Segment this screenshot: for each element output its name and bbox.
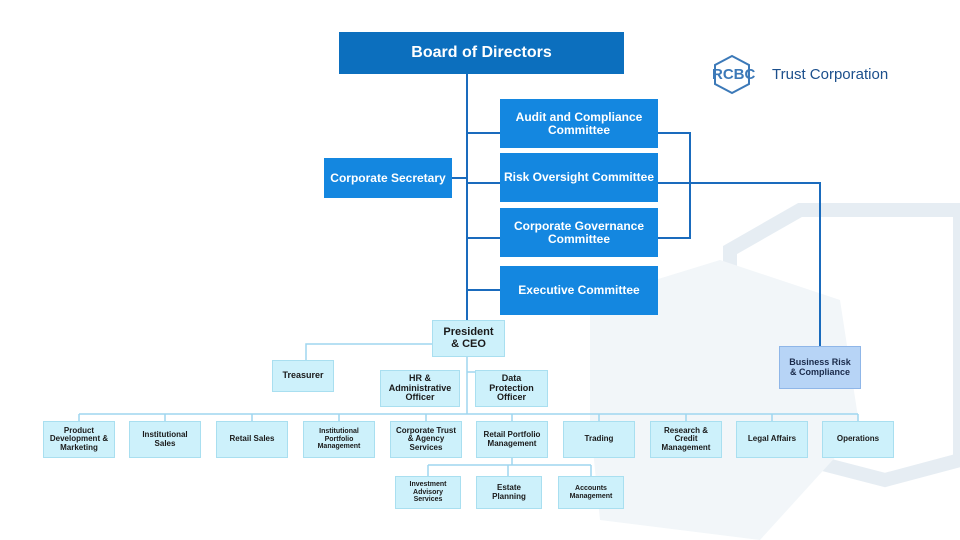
logo-name: Trust Corporation xyxy=(772,65,889,83)
hr-administrative-officer: HR & Administrative Officer xyxy=(380,370,460,407)
hexagon-logo-icon xyxy=(714,54,750,95)
sub-investment-advisory: Investment Advisory Services xyxy=(395,476,461,509)
treasurer: Treasurer xyxy=(272,360,334,392)
dept-trading: Trading xyxy=(563,421,635,458)
corporate-secretary: Corporate Secretary xyxy=(324,158,452,198)
board-of-directors: Board of Directors xyxy=(339,32,624,74)
company-logo: RCBC Trust Corporation xyxy=(710,53,888,95)
dept-product-development: Product Development & Marketing xyxy=(43,421,115,458)
logo-brand: RCBC xyxy=(712,66,756,83)
data-protection-officer: Data Protection Officer xyxy=(475,370,548,407)
dept-retail-portfolio: Retail Portfolio Management xyxy=(476,421,548,458)
dept-legal-affairs: Legal Affairs xyxy=(736,421,808,458)
audit-committee: Audit and Compliance Committee xyxy=(500,99,658,148)
sub-estate-planning: Estate Planning xyxy=(476,476,542,509)
sub-accounts-management: Accounts Management xyxy=(558,476,624,509)
corporate-governance-committee: Corporate Governance Committee xyxy=(500,208,658,257)
president-ceo: President & CEO xyxy=(432,320,505,357)
business-risk-compliance: Business Risk & Compliance xyxy=(779,346,861,389)
dept-institutional-portfolio: Institutional Portfolio Management xyxy=(303,421,375,458)
dept-research-credit: Research & Credit Management xyxy=(650,421,722,458)
dept-operations: Operations xyxy=(822,421,894,458)
risk-oversight-committee: Risk Oversight Committee xyxy=(500,153,658,202)
dept-retail-sales: Retail Sales xyxy=(216,421,288,458)
dept-corporate-trust: Corporate Trust & Agency Services xyxy=(390,421,462,458)
logo-text: RCBC Trust Corporation xyxy=(712,65,889,84)
dept-institutional-sales: Institutional Sales xyxy=(129,421,201,458)
executive-committee: Executive Committee xyxy=(500,266,658,315)
